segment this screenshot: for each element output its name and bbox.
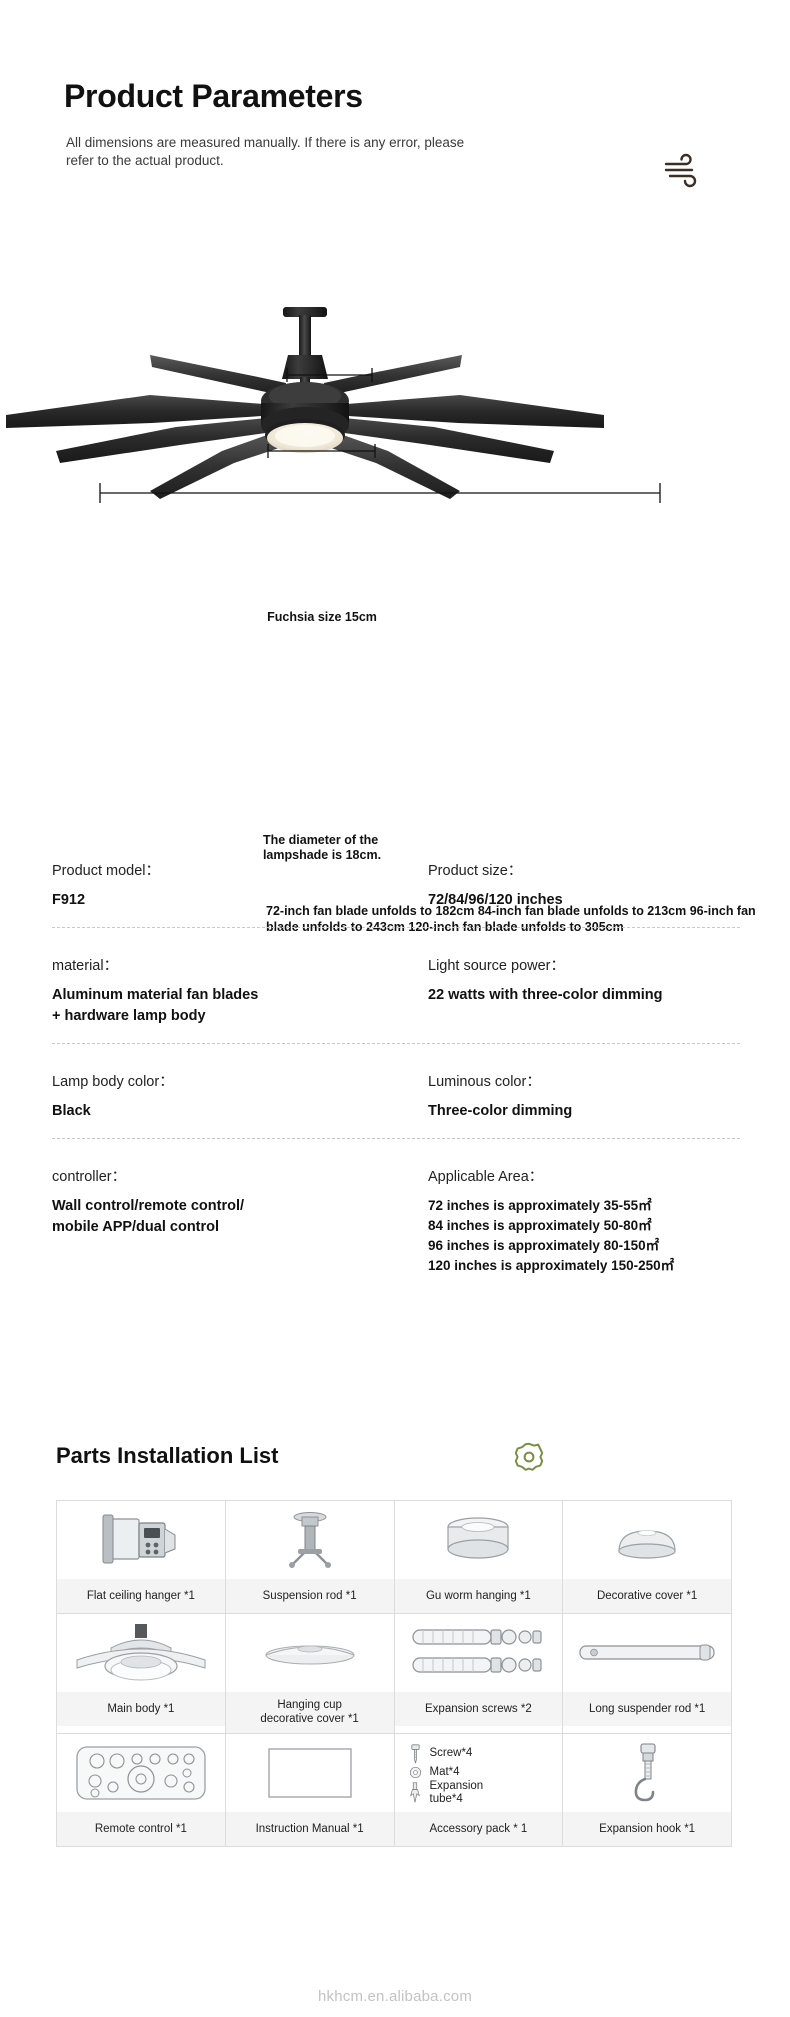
parts-label: Instruction Manual *1 bbox=[225, 1812, 394, 1846]
accessory-item-screw: Screw*4 bbox=[409, 1743, 559, 1765]
spec-cell-product-size: Product size： 72/84/96/120 inches bbox=[396, 845, 740, 927]
fan-diagram: Fuchsia size 15cm The diameter of the la… bbox=[0, 255, 790, 934]
parts-cell-expansion-screws: Expansion screws *2 bbox=[393, 1613, 564, 1734]
spec-divider bbox=[52, 1138, 740, 1139]
page-subtitle: All dimensions are measured manually. If… bbox=[66, 135, 465, 168]
parts-label: Gu worm hanging *1 bbox=[394, 1579, 563, 1613]
hanging-cup-decorative-cover-icon bbox=[225, 1614, 394, 1692]
spec-value: 72/84/96/120 inches bbox=[428, 892, 563, 908]
lampshade-diameter-label: The diameter of the lampshade is 18cm. bbox=[262, 833, 382, 862]
parts-label: Remote control *1 bbox=[57, 1812, 225, 1846]
spec-row-controller: controller： Wall control/remote control/… bbox=[52, 1151, 740, 1304]
accessory-label: Mat*4 bbox=[429, 1765, 460, 1778]
spec-value: 72 inches is approximately 35-55㎡ 84 inc… bbox=[428, 1198, 675, 1273]
table-row: Main body *1 Hanging cup decorative cove… bbox=[56, 1613, 732, 1734]
instruction-manual-icon bbox=[225, 1734, 394, 1812]
gu-worm-hanging-icon bbox=[394, 1501, 563, 1579]
spec-cell-light-source-power: Light source power： 22 watts with three-… bbox=[396, 940, 740, 1043]
spec-value: F912 bbox=[52, 892, 86, 908]
parts-cell-hanging-cup-decorative-cover: Hanging cup decorative cover *1 bbox=[224, 1613, 395, 1734]
parts-label: Expansion hook *1 bbox=[563, 1812, 731, 1846]
spec-key: material： bbox=[52, 958, 119, 974]
suspension-rod-icon bbox=[225, 1501, 394, 1579]
parts-cell-remote-control: Remote control *1 bbox=[56, 1733, 226, 1847]
parts-label: Long suspender rod *1 bbox=[563, 1692, 731, 1726]
page-title: Product Parameters bbox=[64, 78, 363, 114]
gear-icon bbox=[514, 1442, 544, 1472]
expansion-hook-icon bbox=[563, 1734, 731, 1812]
spec-key: Luminous color： bbox=[428, 1074, 541, 1090]
accessory-label: Screw*4 bbox=[429, 1747, 473, 1759]
spec-key: Light source power： bbox=[428, 958, 566, 974]
spec-cell-controller: controller： Wall control/remote control/… bbox=[52, 1151, 396, 1292]
spec-cell-luminous-color: Luminous color： Three-color dimming bbox=[396, 1056, 740, 1138]
parts-label: Decorative cover *1 bbox=[563, 1579, 731, 1613]
flat-ceiling-hanger-icon bbox=[57, 1501, 225, 1579]
parts-cell-main-body: Main body *1 bbox=[56, 1613, 226, 1734]
footer-watermark: hkhcm.en.alibaba.com bbox=[317, 1988, 473, 2005]
expansion-tube-icon bbox=[409, 1781, 422, 1805]
wind-icon bbox=[660, 152, 708, 188]
accessory-item-expansion-tube: Expansion tube*4 bbox=[409, 1780, 559, 1806]
spec-key: Applicable Area： bbox=[428, 1169, 544, 1185]
table-row: Flat ceiling hanger *1 bbox=[56, 1500, 732, 1614]
parts-cell-accessory-pack: Screw*4 Mat*4 bbox=[393, 1733, 564, 1847]
parts-section-header: Parts Installation List bbox=[56, 1443, 279, 1469]
parts-label: Suspension rod *1 bbox=[225, 1579, 394, 1613]
spec-value: Wall control/remote control/ mobile APP/… bbox=[52, 1198, 245, 1235]
parts-cell-expansion-hook: Expansion hook *1 bbox=[562, 1733, 732, 1847]
spec-value: Three-color dimming bbox=[428, 1103, 573, 1119]
table-row: Remote control *1 Instruction Manual *1 bbox=[56, 1733, 732, 1847]
parts-cell-gu-worm-hanging: Gu worm hanging *1 bbox=[393, 1500, 564, 1614]
spec-key: Product size： bbox=[428, 863, 523, 879]
spec-divider bbox=[52, 927, 740, 928]
spec-row-color: Lamp body color： Black Luminous color： T… bbox=[52, 1056, 740, 1151]
main-body-icon bbox=[57, 1614, 225, 1692]
parts-cell-decorative-cover: Decorative cover *1 bbox=[562, 1500, 732, 1614]
screw-icon bbox=[409, 1743, 422, 1765]
parts-label: Flat ceiling hanger *1 bbox=[57, 1579, 225, 1613]
fuchsia-size-label: Fuchsia size 15cm bbox=[267, 610, 377, 624]
parts-label: Accessory pack * 1 bbox=[394, 1812, 563, 1846]
spec-value: Aluminum material fan blades + hardware … bbox=[52, 987, 259, 1024]
spec-cell-applicable-area: Applicable Area： 72 inches is approximat… bbox=[396, 1151, 740, 1292]
ceiling-fan-illustration bbox=[6, 307, 661, 503]
spec-row-material: material： Aluminum material fan blades +… bbox=[52, 940, 740, 1056]
spec-key: Lamp body color： bbox=[52, 1074, 174, 1090]
spec-cell-material: material： Aluminum material fan blades +… bbox=[52, 940, 396, 1043]
parts-cell-suspension-rod: Suspension rod *1 bbox=[224, 1500, 395, 1614]
accessory-pack-icon: Screw*4 Mat*4 bbox=[395, 1734, 563, 1812]
spec-value: 22 watts with three-color dimming bbox=[428, 987, 663, 1003]
spec-cell-lamp-body-color: Lamp body color： Black bbox=[52, 1056, 396, 1138]
accessory-item-mat: Mat*4 bbox=[409, 1766, 559, 1779]
expansion-screws-icon bbox=[394, 1614, 563, 1692]
parts-label: Hanging cup decorative cover *1 bbox=[225, 1692, 394, 1733]
parts-label: Main body *1 bbox=[57, 1692, 225, 1726]
parts-cell-instruction-manual: Instruction Manual *1 bbox=[224, 1733, 395, 1847]
parts-title: Parts Installation List bbox=[56, 1443, 279, 1468]
specifications-table: Product model： F912 Product size： 72/84/… bbox=[52, 845, 740, 1304]
spec-cell-product-model: Product model： F912 bbox=[52, 845, 396, 927]
spec-key: Product model： bbox=[52, 863, 160, 879]
spec-row-model: Product model： F912 Product size： 72/84/… bbox=[52, 845, 740, 940]
decorative-cover-icon bbox=[563, 1501, 731, 1579]
parts-label: Expansion screws *2 bbox=[394, 1692, 563, 1726]
spec-divider bbox=[52, 1043, 740, 1044]
parts-cell-long-suspender-rod: Long suspender rod *1 bbox=[562, 1613, 732, 1734]
long-suspender-rod-icon bbox=[563, 1614, 731, 1692]
remote-control-icon bbox=[57, 1734, 225, 1812]
mat-icon bbox=[409, 1766, 422, 1779]
parts-installation-table: Flat ceiling hanger *1 bbox=[56, 1500, 732, 1847]
parts-cell-flat-ceiling-hanger: Flat ceiling hanger *1 bbox=[56, 1500, 226, 1614]
accessory-label: Expansion tube*4 bbox=[429, 1779, 484, 1805]
spec-value: Black bbox=[52, 1103, 91, 1119]
spec-key: controller： bbox=[52, 1169, 127, 1185]
